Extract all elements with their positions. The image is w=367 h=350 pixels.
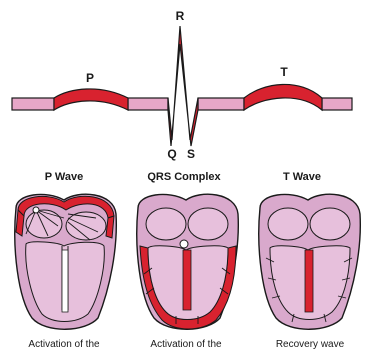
heart-p-wave xyxy=(15,194,117,329)
panel-title-t-wave: T Wave xyxy=(283,171,321,183)
r-label: R xyxy=(176,9,185,23)
caption-p-wave: Activation of the xyxy=(28,339,100,350)
right-atrium xyxy=(26,210,62,238)
septum xyxy=(183,250,191,310)
s-label: S xyxy=(187,147,195,161)
right-atrium xyxy=(268,208,308,240)
q-label: Q xyxy=(167,147,176,161)
caption-t-wave: Recovery wave xyxy=(276,339,345,350)
heart-qrs-complex xyxy=(137,194,239,329)
left-atrium xyxy=(188,208,228,240)
baseline-segment xyxy=(12,98,54,110)
right-atrium xyxy=(146,208,186,240)
panel-title-qrs-complex: QRS Complex xyxy=(147,171,221,183)
t-label: T xyxy=(280,65,288,79)
ecg-waveform: P R T Q S xyxy=(12,9,352,161)
sa-node xyxy=(33,207,39,213)
t-wave xyxy=(244,84,322,110)
baseline-segment xyxy=(128,98,168,110)
panel-title-p-wave: P Wave xyxy=(45,171,84,183)
caption-qrs-complex: Activation of the xyxy=(150,339,222,350)
septum xyxy=(305,250,313,312)
av-node xyxy=(180,240,188,248)
baseline-segment xyxy=(198,98,244,110)
bundle-branch xyxy=(62,250,68,312)
baseline-segment xyxy=(322,98,352,110)
p-label: P xyxy=(86,71,94,85)
heart-t-wave xyxy=(259,194,361,329)
p-wave xyxy=(54,89,128,110)
left-atrium xyxy=(310,208,350,240)
qrs-complex xyxy=(168,26,198,146)
